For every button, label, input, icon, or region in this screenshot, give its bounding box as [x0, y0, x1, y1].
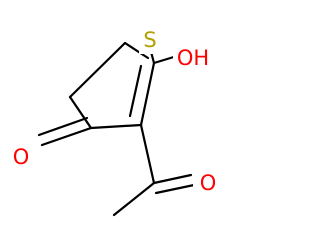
bond-carbonyl-methyl	[112, 181, 156, 217]
hydroxyl-label-bg	[173, 44, 218, 72]
ketone-oxygen-label: O	[13, 145, 30, 169]
bond-carbonyl-o-double-b	[154, 183, 196, 195]
structure-canvas: S OH O O	[8, 26, 223, 217]
bond-c3-c2	[89, 123, 143, 130]
bond-c3-o-double-a	[40, 126, 93, 147]
molecule-structure: S OH O O	[8, 26, 223, 217]
bond-c3-o-double-b	[37, 116, 89, 137]
acetyl-oxygen-label-bg	[193, 168, 223, 198]
bond-carbonyl-o-double-a	[152, 173, 193, 185]
bond-c2-c1-inner	[128, 64, 143, 118]
bond-c2-carbonyl	[139, 123, 156, 185]
sulfur-atom-label: S	[143, 28, 156, 52]
sulfur-label-bg	[139, 26, 161, 54]
acetyl-oxygen-label: O	[200, 171, 217, 195]
bond-c2-c1	[139, 61, 156, 127]
bond-c4-c3	[68, 95, 93, 130]
hydroxyl-label: OH	[177, 46, 209, 70]
bond-c5-c4	[68, 41, 127, 99]
bond-s-c5	[123, 41, 150, 60]
ketone-oxygen-label-bg	[8, 141, 38, 171]
